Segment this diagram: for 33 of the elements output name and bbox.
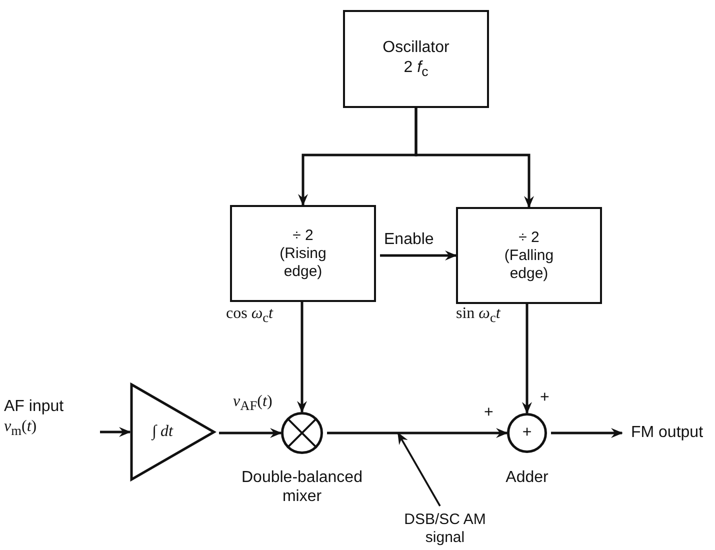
oscillator-box xyxy=(343,10,489,108)
integral-label: ∫ dt xyxy=(152,422,173,442)
arrow xyxy=(414,108,534,208)
node-text: FM output xyxy=(630,423,704,443)
sign-label: + xyxy=(540,388,550,408)
arrow xyxy=(551,428,623,438)
integrator-triangle xyxy=(130,383,215,481)
node-text: DSB/SC AM signal xyxy=(403,511,487,547)
node-text: 2 f$_{c}$ xyxy=(404,58,428,80)
node-text: AF input xyxy=(4,397,64,416)
arrow xyxy=(219,428,282,438)
arrow xyxy=(380,250,457,260)
node-text: (Falling edge) xyxy=(503,246,555,282)
node-text: ÷ 2 xyxy=(518,228,540,246)
leader-line xyxy=(397,432,441,506)
arrow xyxy=(100,427,131,437)
sign-label: + xyxy=(484,403,494,422)
edge-label: v$_{AF}$(t) xyxy=(233,392,272,414)
adder-circle xyxy=(507,413,547,453)
mixer-symbol xyxy=(281,412,323,454)
arrow xyxy=(297,302,307,413)
arrow xyxy=(522,304,532,414)
plus-sign: + xyxy=(522,423,532,443)
node-label: Double-balanced mixer xyxy=(240,468,364,506)
edge-label: Enable xyxy=(384,230,434,250)
edge-label: sin ω$_{c}$t xyxy=(456,304,500,326)
edge-label: cos ω$_{c}$t xyxy=(226,304,273,326)
node-text: Oscillator xyxy=(382,38,450,58)
arrow xyxy=(327,428,508,438)
node-text: ÷ 2 xyxy=(292,226,314,244)
node-text: v$_{m}$(t) xyxy=(4,416,37,439)
node-text: (Rising edge) xyxy=(278,244,328,280)
node-label: Adder xyxy=(504,468,550,488)
